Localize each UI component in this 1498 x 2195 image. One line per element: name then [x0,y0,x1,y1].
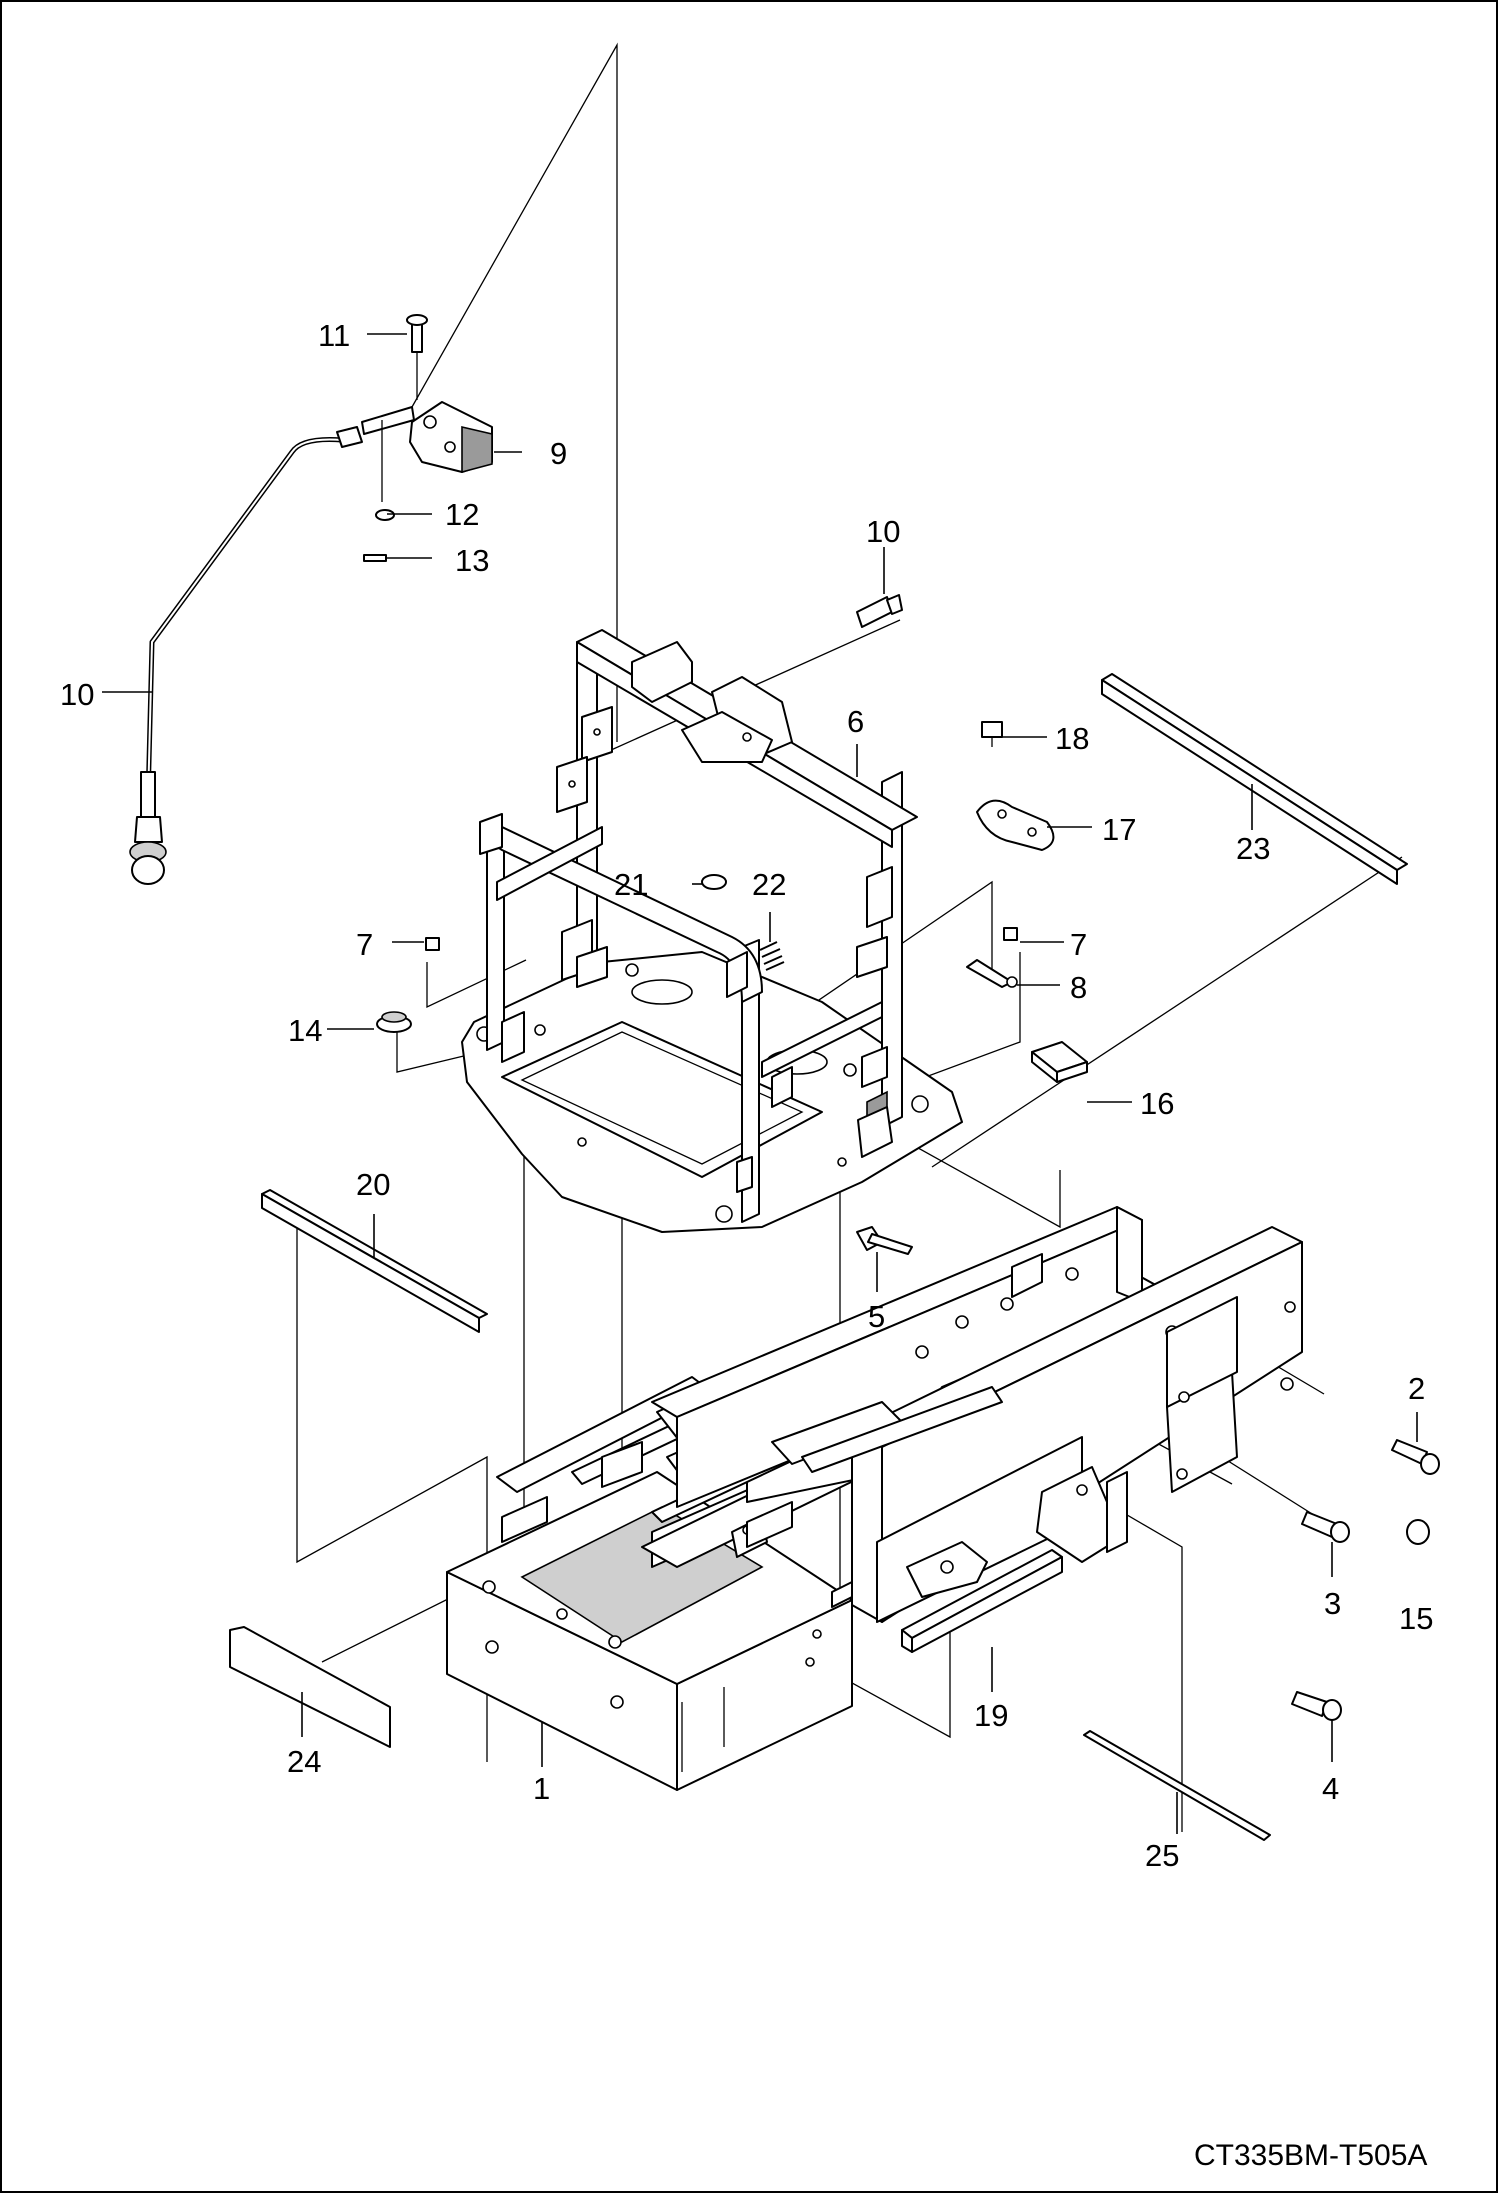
callout-18: 17 [1102,812,1136,847]
callout-14: 13 [455,543,489,578]
callout-3: 3 [1324,1586,1341,1621]
callout-26: 25 [1145,1838,1179,1873]
callout-17: 16 [1140,1086,1174,1121]
callout-19: 18 [1055,721,1089,756]
callout-11: 10 [60,677,94,712]
callout-4: 4 [1322,1771,1339,1806]
callout-5: 5 [868,1299,885,1334]
callout-23: 22 [752,867,786,902]
callout-13: 12 [445,497,479,532]
latch-part-9 [361,314,493,562]
callout-22: 21 [614,867,648,902]
callout-7-right: 7 [1070,927,1087,962]
callout-labels: 11 9 12 13 10 10 6 18 17 23 21 22 7 7 8 … [60,318,1433,1873]
callout-20: 19 [974,1698,1008,1733]
main-rails [651,1206,1303,1623]
callout-12: 11 [318,318,350,353]
leader-lines [102,333,1418,1834]
hardware-parts [376,594,1440,1721]
callout-25: 24 [287,1744,321,1779]
callout-6: 6 [847,704,864,739]
callout-9: 9 [550,436,567,471]
callout-24: 23 [1236,831,1270,866]
upper-frame-part-6 [461,629,963,1233]
callout-8: 8 [1070,970,1087,1005]
callout-21: 20 [356,1167,390,1202]
callout-16: 15 [1399,1601,1433,1636]
strip-parts [229,673,1408,1841]
callout-1: 1 [533,1771,550,1806]
callout-15: 14 [288,1013,322,1048]
callout-2: 2 [1408,1371,1425,1406]
cable-part-11 [129,426,363,885]
callout-7-left: 7 [356,927,373,962]
document-id: CT335BM-T505A [1194,2139,1427,2172]
callout-10: 10 [866,514,900,549]
